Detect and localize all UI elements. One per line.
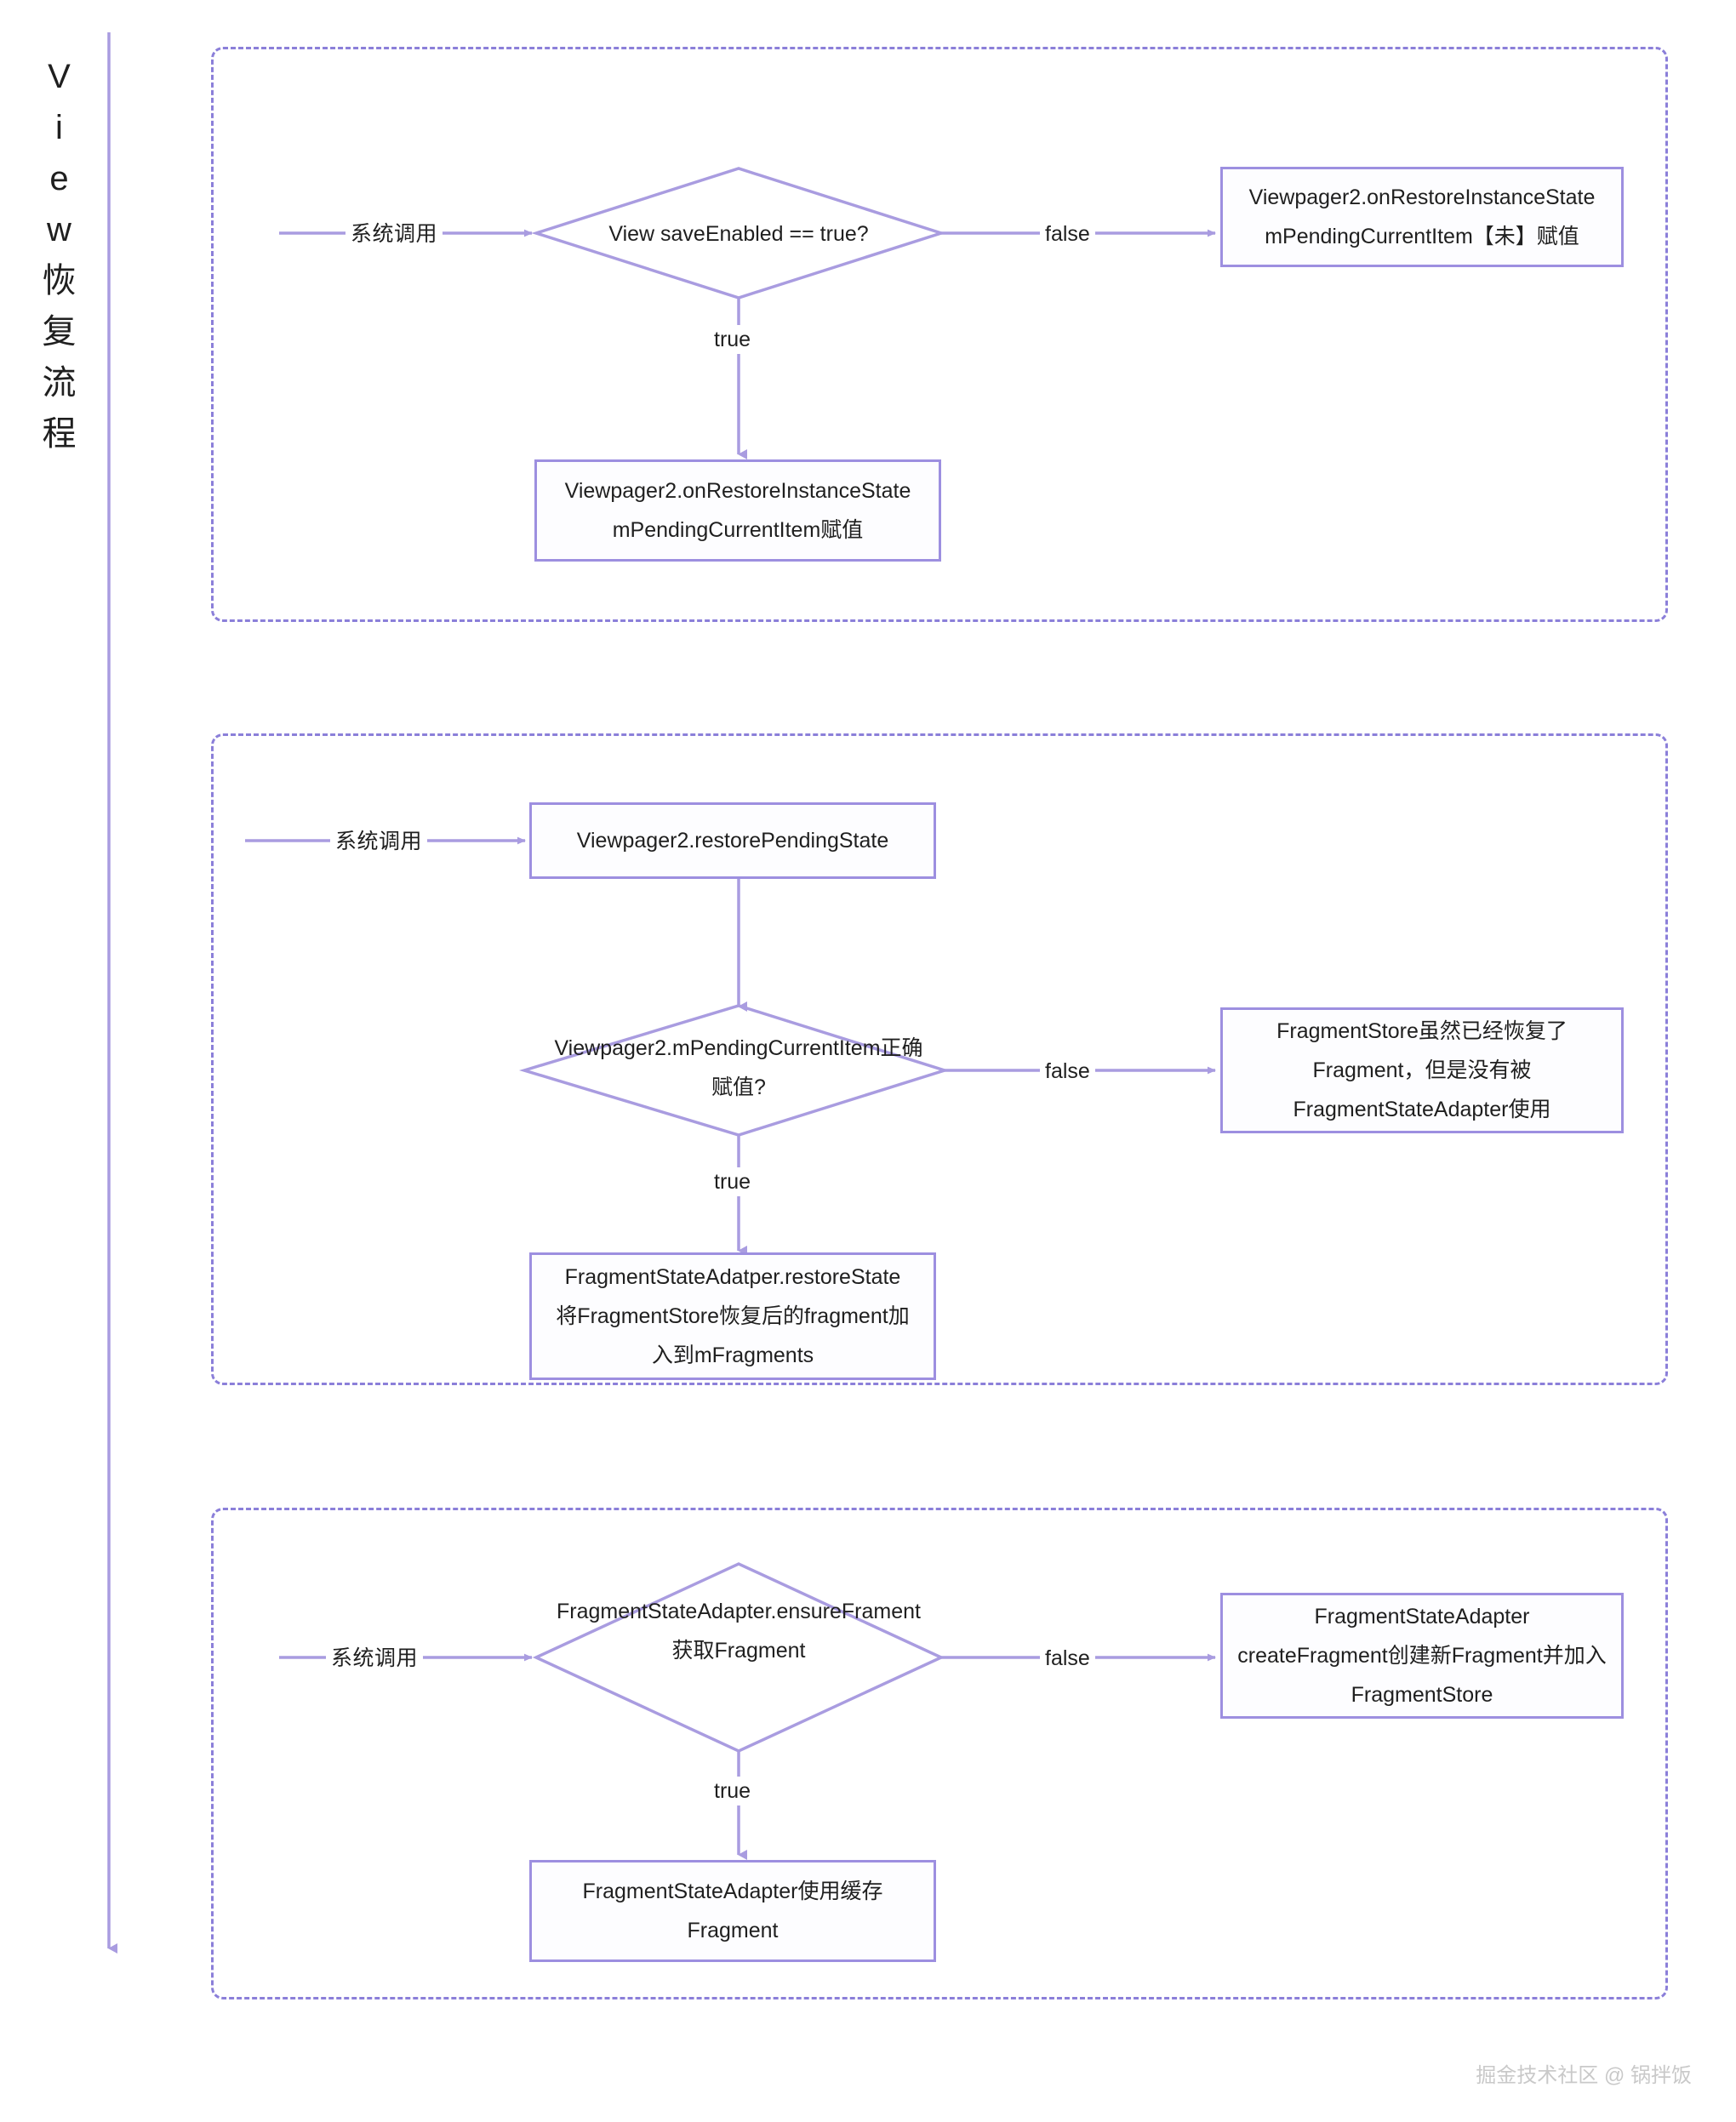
node-false-2[interactable]: FragmentStore虽然已经恢复了 Fragment，但是没有被 Frag…	[1220, 1007, 1624, 1133]
node-restore-pending-state-line-0: Viewpager2.restorePendingState	[576, 829, 889, 853]
node-true-2-line-1: 将FragmentStore恢复后的fragment加	[556, 1304, 910, 1328]
node-false-1-line-1: mPendingCurrentItem【未】赋值	[1265, 225, 1579, 248]
node-false-1[interactable]: Viewpager2.onRestoreInstanceState mPendi…	[1220, 167, 1624, 267]
group-container-1	[211, 47, 1668, 622]
node-true-1-line-1: mPendingCurrentItem赋值	[612, 518, 864, 542]
edge-label-false-2: false	[1040, 1057, 1095, 1086]
rail-title-char-4: 恢	[42, 262, 77, 299]
rail-title-char-6: 流	[42, 364, 77, 402]
edge-label-entry-1: 系统调用	[345, 220, 443, 248]
node-true-3[interactable]: FragmentStateAdapter使用缓存 Fragment	[529, 1860, 936, 1962]
edge-label-true-2: true	[709, 1167, 757, 1196]
edge-label-entry-2: 系统调用	[330, 827, 428, 856]
node-false-3-line-1: createFragment创建新Fragment并加入	[1237, 1644, 1607, 1668]
node-true-3-line-1: Fragment	[687, 1919, 779, 1942]
node-true-1-line-0: Viewpager2.onRestoreInstanceState	[564, 479, 911, 503]
rail-title-char-5: 复	[42, 313, 77, 351]
node-false-1-line-0: Viewpager2.onRestoreInstanceState	[1248, 185, 1596, 209]
edge-label-entry-3: 系统调用	[326, 1644, 424, 1673]
node-true-2-line-2: 入到mFragments	[651, 1343, 814, 1367]
node-true-2[interactable]: FragmentStateAdatper.restoreState 将Fragm…	[529, 1252, 936, 1380]
edge-label-true-1: true	[709, 325, 757, 354]
node-true-3-line-0: FragmentStateAdapter使用缓存	[582, 1880, 883, 1903]
rail-title-char-1: i	[55, 109, 64, 146]
rail-title: V i e w 恢 复 流 程	[26, 51, 94, 459]
rail-title-char-0: V	[48, 58, 71, 95]
node-true-1[interactable]: Viewpager2.onRestoreInstanceState mPendi…	[534, 459, 941, 562]
edge-label-false-3: false	[1040, 1644, 1095, 1673]
node-false-2-line-0: FragmentStore虽然已经恢复了	[1276, 1019, 1568, 1043]
node-true-2-line-0: FragmentStateAdatper.restoreState	[564, 1265, 901, 1289]
group-container-2	[211, 733, 1668, 1385]
node-false-3[interactable]: FragmentStateAdapter createFragment创建新Fr…	[1220, 1593, 1624, 1719]
node-false-2-line-1: Fragment，但是没有被	[1312, 1058, 1532, 1082]
rail-title-char-3: w	[47, 211, 72, 248]
edge-label-true-3: true	[709, 1777, 757, 1805]
node-false-3-line-2: FragmentStore	[1351, 1683, 1493, 1707]
rail-title-char-7: 程	[42, 415, 77, 453]
node-restore-pending-state[interactable]: Viewpager2.restorePendingState	[529, 802, 936, 879]
group-container-3	[211, 1508, 1668, 1999]
node-false-3-line-0: FragmentStateAdapter	[1314, 1605, 1530, 1629]
rail-title-char-2: e	[49, 160, 70, 197]
watermark: 掘金技术社区 @ 锅拌饭	[1476, 2064, 1692, 2087]
edge-label-false-1: false	[1040, 220, 1095, 248]
node-false-2-line-2: FragmentStateAdapter使用	[1293, 1098, 1551, 1121]
